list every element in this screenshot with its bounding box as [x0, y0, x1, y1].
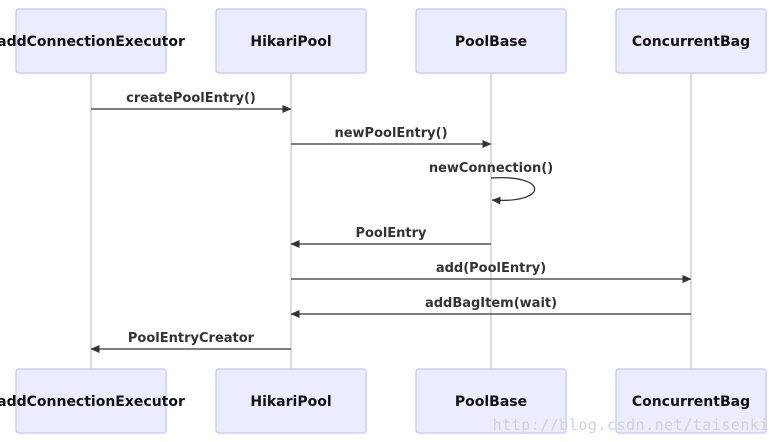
participant-box: [215, 8, 367, 74]
message-label: PoolEntry: [355, 226, 427, 241]
participant-pool-bottom: HikariPool: [215, 368, 367, 434]
message-label: addBagItem(wait): [425, 296, 557, 311]
participant-box: [615, 8, 767, 74]
message-1: createPoolEntry(): [91, 91, 292, 113]
message-label: createPoolEntry(): [126, 91, 256, 106]
participant-box: [15, 368, 167, 434]
message-label: add(PoolEntry): [436, 261, 546, 276]
participant-label: addConnectionExecutor: [0, 394, 185, 410]
participant-base-top: PoolBase: [415, 8, 567, 74]
message-3: newConnection(): [429, 161, 553, 205]
participant-label: addConnectionExecutor: [0, 34, 185, 50]
participant-label: ConcurrentBag: [632, 34, 750, 50]
participant-box: [415, 8, 567, 74]
message-label: newConnection(): [429, 161, 553, 176]
message-label: PoolEntryCreator: [128, 331, 255, 346]
participant-box: [415, 368, 567, 434]
participant-box: [615, 368, 767, 434]
participant-pool-top: HikariPool: [215, 8, 367, 74]
participant-executor-bottom: addConnectionExecutor: [0, 368, 185, 434]
self-message-arrow: [490, 176, 536, 205]
message-label: newPoolEntry(): [334, 126, 447, 141]
participant-base-bottom: PoolBase: [415, 368, 567, 434]
message-7: PoolEntryCreator: [90, 331, 291, 353]
participant-box: [15, 8, 167, 74]
participant-label: ConcurrentBag: [632, 394, 750, 410]
participant-label: HikariPool: [250, 394, 331, 410]
participant-bag-top: ConcurrentBag: [615, 8, 767, 74]
participant-label: HikariPool: [250, 34, 331, 50]
message-6: addBagItem(wait): [290, 296, 691, 318]
message-4: PoolEntry: [290, 226, 491, 248]
participant-label: PoolBase: [455, 394, 527, 410]
participant-bag-bottom: ConcurrentBag: [615, 368, 767, 434]
message-2: newPoolEntry(): [291, 126, 492, 148]
message-5: add(PoolEntry): [291, 261, 692, 283]
watermark-text: http://blog.csdn.net/taisenki: [492, 416, 769, 434]
participant-label: PoolBase: [455, 34, 527, 50]
participant-executor-top: addConnectionExecutor: [0, 8, 185, 74]
participant-box: [215, 368, 367, 434]
